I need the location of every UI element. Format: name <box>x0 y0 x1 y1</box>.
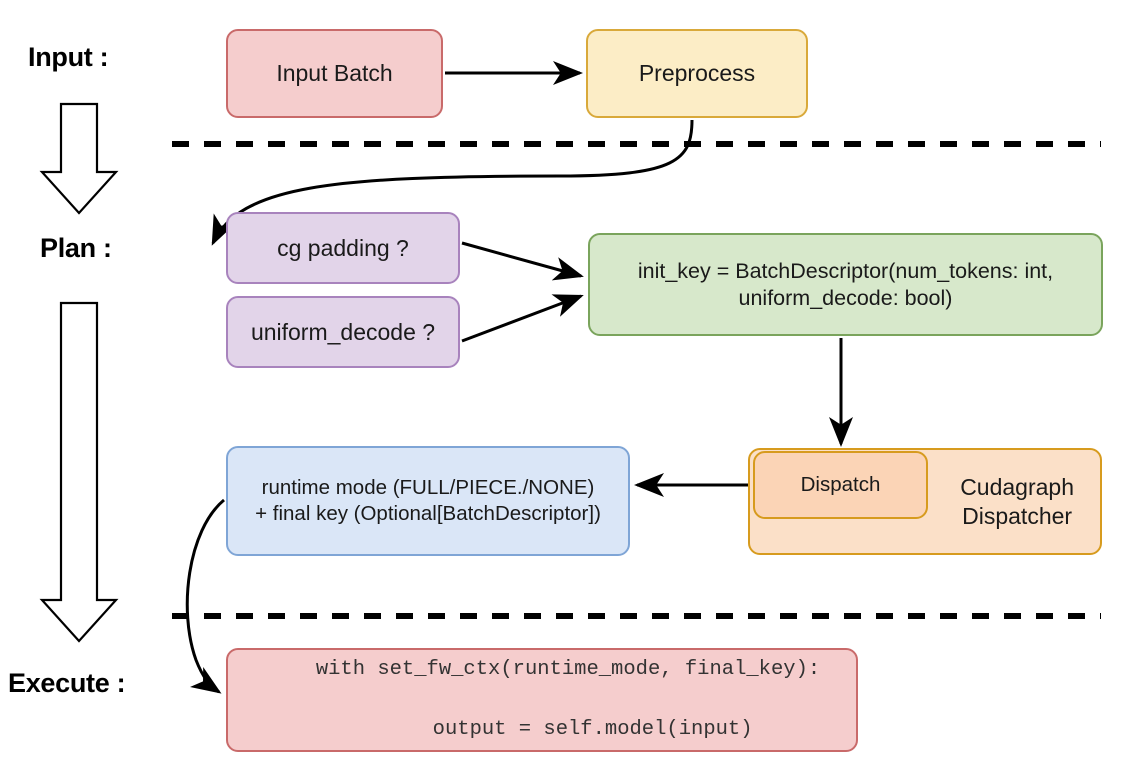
node-uniform-decode[interactable]: uniform_decode ? <box>226 296 460 368</box>
arrow-runtime-mode-to-execute-code <box>185 498 225 694</box>
node-runtime-mode-line1: runtime mode (FULL/PIECE./NONE) <box>261 476 595 500</box>
stage-label-execute: Execute : <box>8 668 126 698</box>
node-input-batch-label: Input Batch <box>276 60 393 87</box>
node-dispatch[interactable]: Dispatch <box>753 451 928 519</box>
node-init-key[interactable]: init_key = BatchDescriptor(num_tokens: i… <box>588 233 1103 336</box>
node-cg-padding-label: cg padding ? <box>277 234 409 261</box>
node-input-batch[interactable]: Input Batch <box>226 29 443 118</box>
stage-arrow-plan-to-execute <box>39 301 119 643</box>
node-execute-code[interactable]: with set_fw_ctx(runtime_mode, final_key)… <box>226 648 858 752</box>
node-runtime-mode-line2: + final key (Optional[BatchDescriptor]) <box>255 502 601 525</box>
node-init-key-line1: init_key = BatchDescriptor(num_tokens: i… <box>637 258 1054 283</box>
node-uniform-decode-label: uniform_decode ? <box>250 318 436 345</box>
stage-label-input: Input : <box>28 42 109 72</box>
node-init-key-line2: uniform_decode: bool) <box>738 285 953 310</box>
node-cudagraph-dispatcher-line2: Dispatcher <box>962 502 1073 529</box>
node-cg-padding[interactable]: cg padding ? <box>226 212 460 284</box>
arrow-cg-padding-to-init-key <box>461 241 584 281</box>
arrow-uniform-decode-to-init-key <box>461 294 584 343</box>
node-runtime-mode[interactable]: runtime mode (FULL/PIECE./NONE) + final … <box>226 446 630 556</box>
stage-label-plan: Plan : <box>40 233 112 263</box>
node-execute-code-line1: with set_fw_ctx(runtime_mode, final_key)… <box>315 658 821 682</box>
node-preprocess[interactable]: Preprocess <box>586 29 808 118</box>
node-dispatch-label: Dispatch <box>800 473 881 497</box>
node-cudagraph-dispatcher-line1: Cudagraph <box>960 473 1074 500</box>
node-preprocess-label: Preprocess <box>638 60 756 87</box>
node-execute-code-line2: output = self.model(input) <box>383 717 753 741</box>
stage-arrow-input-to-plan <box>39 102 119 215</box>
